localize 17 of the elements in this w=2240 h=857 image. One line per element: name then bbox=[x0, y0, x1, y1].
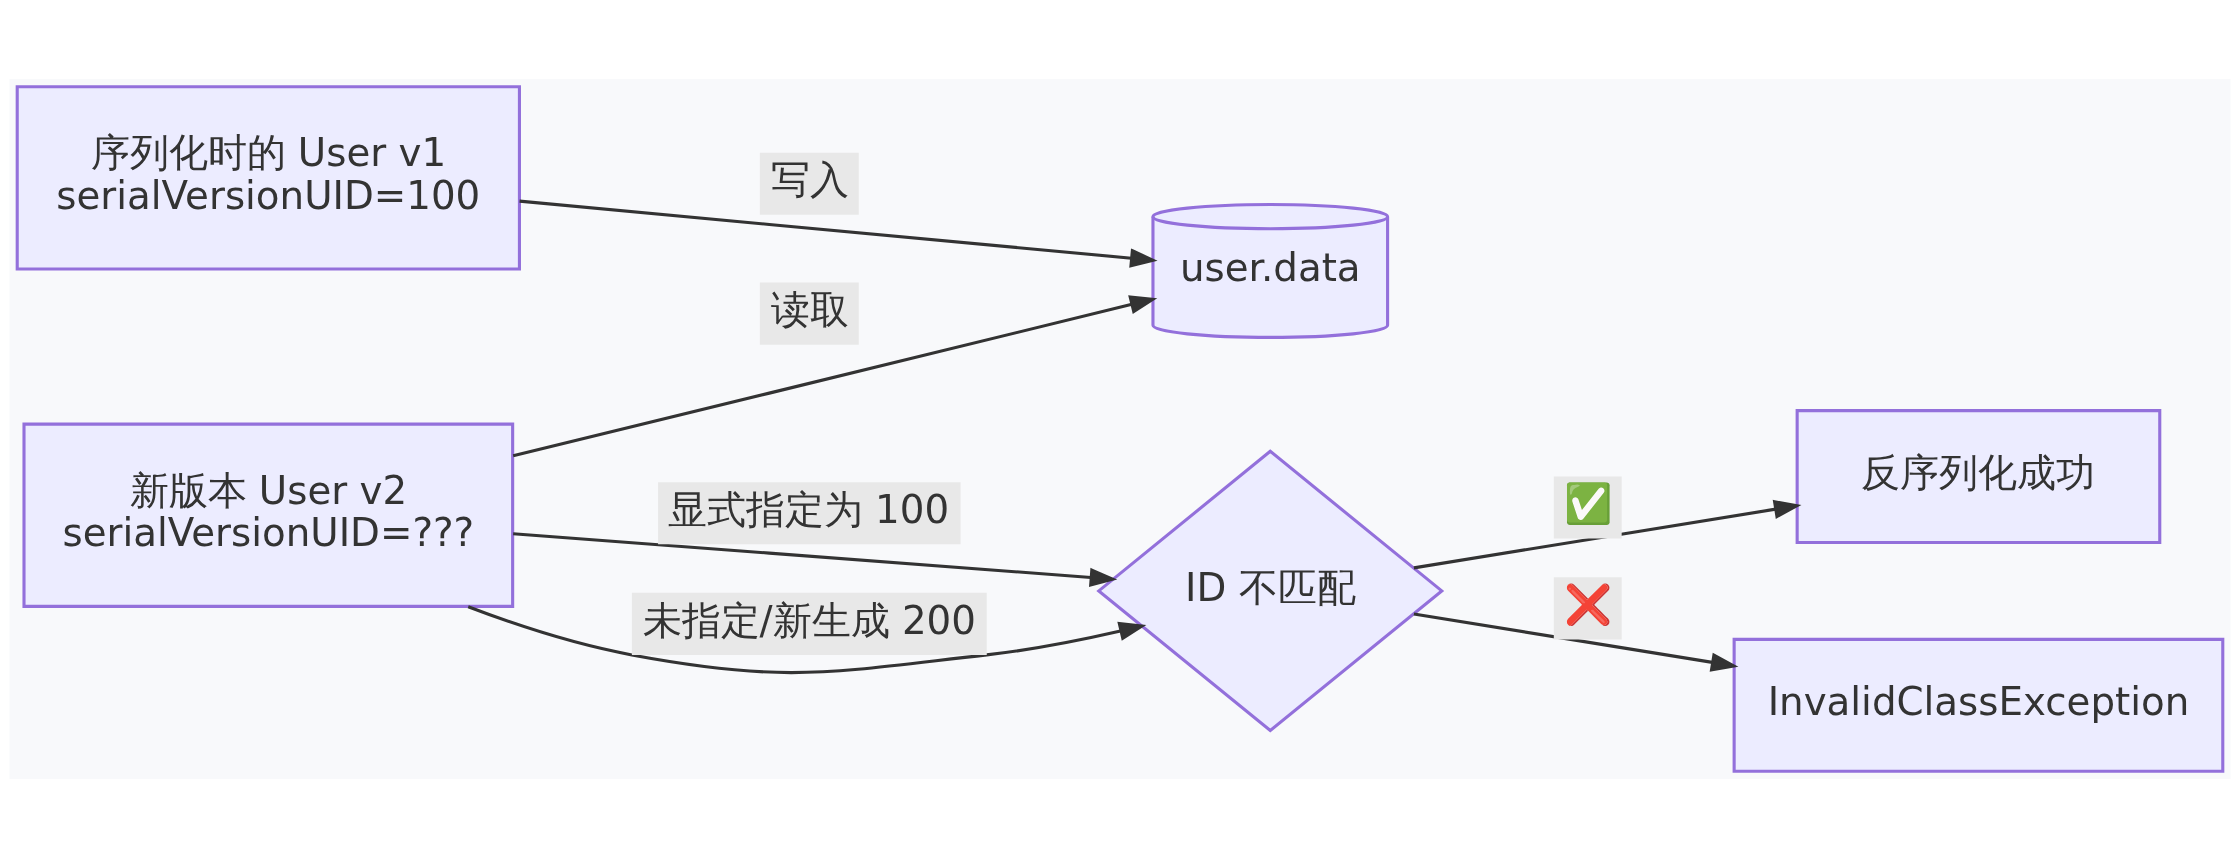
arrow bbox=[1413, 499, 1802, 569]
arrow bbox=[512, 294, 1158, 457]
edge-label: ❌ bbox=[1564, 581, 1613, 627]
arrow bbox=[513, 531, 1118, 587]
node-box: 反序列化成功 bbox=[1795, 408, 2162, 544]
edge-label: ✅ bbox=[1564, 480, 1613, 526]
node-diamond: ID 不匹配 bbox=[1096, 448, 1445, 732]
edge-label: 写入 bbox=[770, 156, 849, 202]
arrow bbox=[519, 199, 1158, 268]
arrow bbox=[1413, 611, 1739, 672]
edge-label: 显式指定为 100 bbox=[667, 486, 950, 532]
edge-label: 读取 bbox=[770, 286, 849, 332]
edge-label: 未指定/新生成 200 bbox=[642, 597, 976, 643]
node-box: 序列化时的 User v1 serialVersionUID=100 bbox=[15, 84, 521, 271]
node-box: 新版本 User v2 serialVersionUID=??? bbox=[22, 422, 515, 608]
node-box: InvalidClassException bbox=[1732, 637, 2225, 773]
arrow bbox=[467, 604, 1147, 674]
